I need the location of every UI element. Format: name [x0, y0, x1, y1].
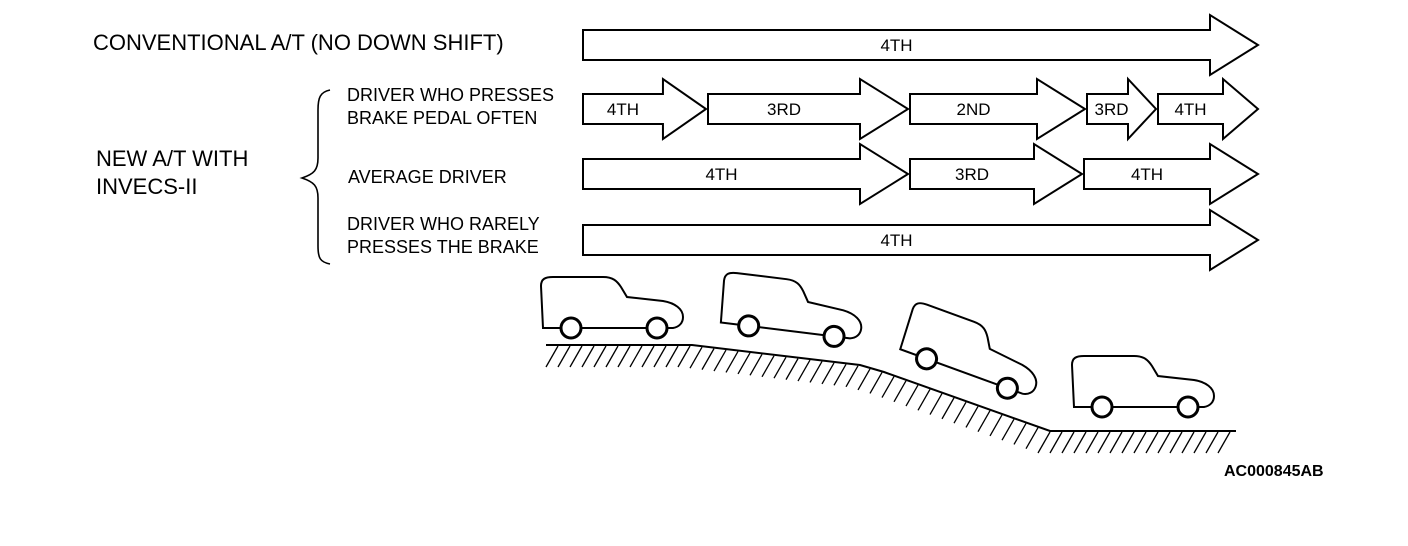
rare-brake-driver-line-1: DRIVER WHO RARELY [347, 214, 540, 234]
terrain-hatching [545, 345, 1231, 454]
average-driver-label: AVERAGE DRIVER [348, 167, 507, 187]
hatch-line [761, 355, 775, 378]
gear-label-row1-seg1: 4TH [880, 36, 912, 55]
hatch-line [701, 348, 715, 370]
gear-arrow-row2-seg1 [582, 77, 708, 141]
hatch-line [1193, 431, 1207, 454]
hatch-line [749, 354, 763, 376]
hatch-line [845, 365, 859, 388]
hatch-line [581, 345, 595, 368]
gear-arrow-row2-seg5 [1157, 76, 1260, 142]
hatch-line [545, 345, 559, 368]
hatch-line [1025, 427, 1039, 450]
hatch-line [785, 358, 799, 380]
hatch-line [893, 380, 907, 403]
gear-arrow-row3-seg3 [1083, 142, 1260, 206]
hatch-line [593, 345, 607, 368]
hatch-line [1145, 431, 1159, 454]
hatch-line [881, 376, 895, 398]
hatch-line [1049, 431, 1063, 454]
new-at-line-1: NEW A/T WITH [96, 146, 249, 171]
gear-arrow-row1-seg1 [582, 13, 1260, 77]
gear-arrow-row4-seg1 [582, 208, 1260, 272]
hatch-line [1205, 431, 1219, 454]
figure-code: AC000845AB [1224, 463, 1324, 480]
hatch-line [941, 397, 955, 420]
gear-label-row2-seg1: 4TH [607, 100, 639, 119]
hatch-line [917, 389, 931, 411]
hatch-line [1001, 418, 1015, 441]
hatch-line [617, 345, 631, 368]
frequent-brake-driver-line-1: DRIVER WHO PRESSES [347, 85, 555, 105]
new-at-group-label: NEW A/T WITH INVECS-II [96, 145, 248, 201]
gear-label-row3-seg1: 4TH [705, 165, 737, 184]
hatch-line [833, 364, 847, 386]
hatch-line [1097, 431, 1111, 454]
hatch-line [557, 345, 571, 368]
hatch-line [629, 345, 643, 368]
gear-arrows: 4TH 4TH 3RD 2ND 3RD 4TH 4TH 3RD 4TH 4TH [582, 13, 1260, 272]
hatch-line [1073, 431, 1087, 454]
car-icon [1070, 355, 1216, 419]
hatch-line [653, 345, 667, 368]
gear-arrow-row2-seg3 [909, 77, 1087, 141]
gear-label-row2-seg4: 3RD [1094, 100, 1128, 119]
hatch-line [737, 352, 751, 375]
hatch-line [905, 384, 919, 407]
car-icon [899, 302, 1038, 400]
gear-arrow-row2-seg2 [707, 77, 910, 141]
hatch-line [677, 345, 691, 368]
group-brace [299, 89, 331, 265]
hatch-line [797, 359, 811, 382]
hatch-line [1133, 431, 1147, 454]
hatch-line [1061, 431, 1075, 454]
hatch-line [953, 401, 967, 424]
hatch-line [1109, 431, 1123, 454]
gear-label-row2-seg3: 2ND [956, 100, 990, 119]
hatch-line [689, 346, 703, 369]
hatch-line [641, 345, 655, 368]
gear-label-row4-seg1: 4TH [880, 231, 912, 250]
gear-arrow-row2-seg4 [1086, 76, 1158, 142]
hatch-line [857, 368, 871, 391]
hatch-line [821, 362, 835, 385]
slope-terrain [545, 344, 1236, 454]
hatch-line [965, 406, 979, 428]
hatch-line [869, 372, 883, 394]
hatch-line [1157, 431, 1171, 454]
hatch-line [713, 349, 727, 372]
car-icon [539, 276, 685, 340]
hatch-line [1085, 431, 1099, 454]
hatch-line [1217, 431, 1231, 454]
rare-brake-driver-label: DRIVER WHO RARELY PRESSES THE BRAKE [347, 213, 540, 259]
hatch-line [605, 345, 619, 368]
hatch-line [989, 414, 1003, 437]
hatch-line [1169, 431, 1183, 454]
frequent-brake-driver-line-2: BRAKE PEDAL OFTEN [347, 108, 538, 128]
hatch-line [725, 351, 739, 373]
hatch-line [977, 410, 991, 432]
hatch-line [1121, 431, 1135, 454]
car-icon [719, 271, 863, 348]
hatch-line [929, 393, 943, 415]
hatch-line [1037, 431, 1051, 454]
gear-label-row2-seg5: 4TH [1174, 100, 1206, 119]
gear-label-row3-seg2: 3RD [955, 165, 989, 184]
hatch-line [1181, 431, 1195, 454]
new-at-line-2: INVECS-II [96, 174, 198, 199]
rare-brake-driver-line-2: PRESSES THE BRAKE [347, 237, 539, 257]
hatch-line [665, 345, 679, 368]
gear-arrow-row3-seg1 [582, 142, 910, 206]
conventional-at-label: CONVENTIONAL A/T (NO DOWN SHIFT) [93, 30, 504, 55]
gear-label-row3-seg3: 4TH [1131, 165, 1163, 184]
gear-label-row2-seg2: 3RD [767, 100, 801, 119]
gear-arrow-row3-seg2 [909, 142, 1084, 206]
hatch-line [1013, 423, 1027, 445]
hatch-line [773, 356, 787, 379]
hatch-line [809, 361, 823, 383]
frequent-brake-driver-label: DRIVER WHO PRESSES BRAKE PEDAL OFTEN [347, 84, 554, 130]
vehicle-illustrations [539, 271, 1216, 419]
hatch-line [569, 345, 583, 368]
